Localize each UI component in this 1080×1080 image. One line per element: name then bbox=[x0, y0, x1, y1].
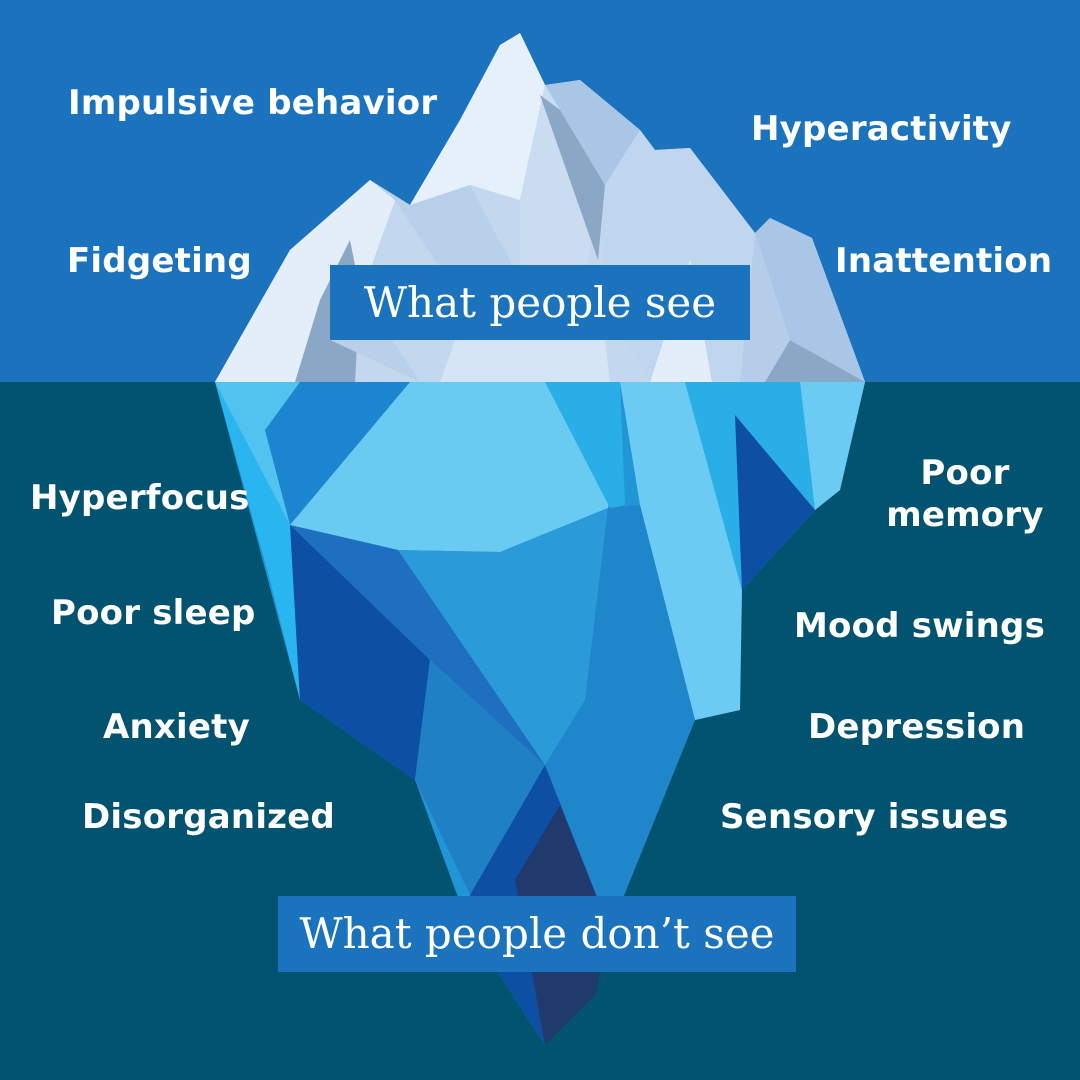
label-mood-swings: Mood swings bbox=[794, 606, 1046, 646]
label-poor-sleep: Poor sleep bbox=[51, 593, 256, 633]
label-depression: Depression bbox=[808, 707, 1026, 747]
label-inattention: Inattention bbox=[835, 241, 1053, 281]
label-anxiety: Anxiety bbox=[103, 707, 250, 747]
label-sensory-issues: Sensory issues bbox=[720, 797, 1009, 837]
label-fidgeting: Fidgeting bbox=[67, 241, 252, 281]
label-poor-memory: Poor memory bbox=[886, 453, 1044, 535]
label-disorganized: Disorganized bbox=[82, 797, 335, 837]
iceberg-underwater bbox=[215, 382, 865, 1045]
label-hyperactivity: Hyperactivity bbox=[751, 109, 1012, 149]
caption-what-people-see: What people see bbox=[330, 265, 750, 340]
label-impulsive-behavior: Impulsive behavior bbox=[68, 83, 438, 123]
caption-what-people-dont-see: What people don’t see bbox=[278, 896, 796, 972]
label-hyperfocus: Hyperfocus bbox=[30, 478, 250, 518]
